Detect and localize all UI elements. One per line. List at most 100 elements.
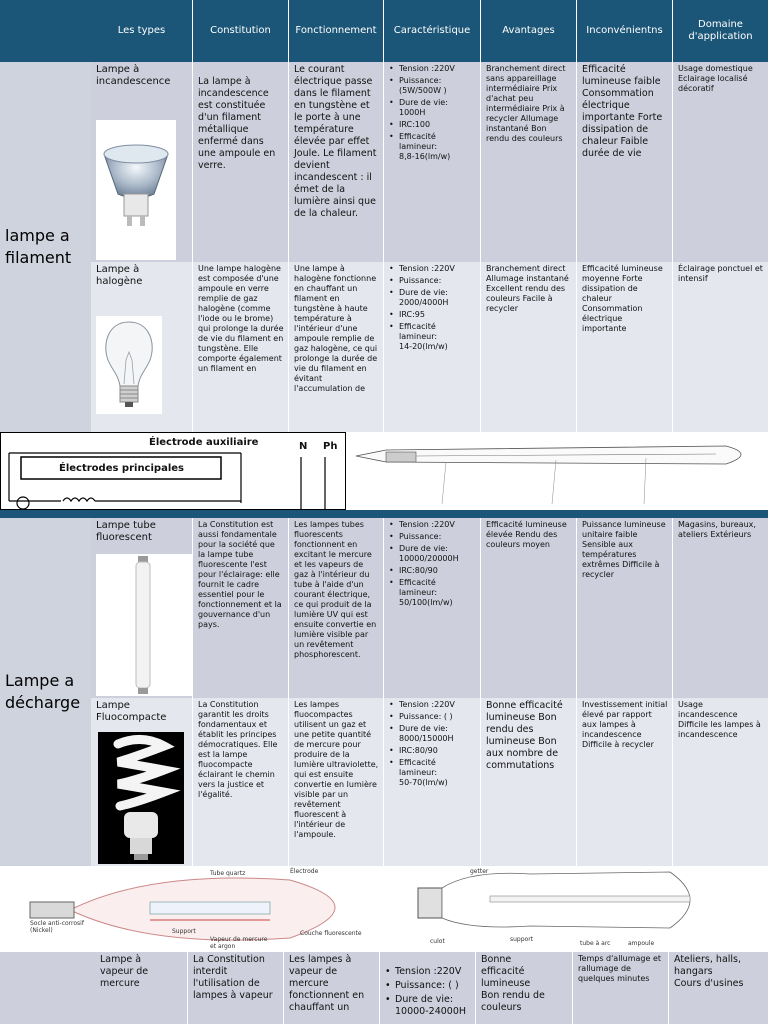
table-row: Lampe tube fluorescent La Constitution e… bbox=[91, 518, 768, 698]
label-support: Support bbox=[172, 928, 196, 935]
diagram-strip-1: Électrode auxiliaire Électrodes principa… bbox=[0, 432, 768, 511]
label-aux-electrode: Électrode auxiliaire bbox=[149, 437, 259, 448]
feat-item: IRC:100 bbox=[389, 120, 476, 130]
label-culot: culot bbox=[430, 938, 445, 945]
feat-item: Puissance: (5W/500W ) bbox=[389, 76, 476, 96]
cell-constitution: La lampe à incandescence est constituée … bbox=[192, 62, 288, 262]
halogen-spot-lamp-image bbox=[96, 120, 176, 260]
section-decharge-label: Lampe a décharge bbox=[0, 518, 91, 866]
feat-item: Puissance: bbox=[389, 532, 476, 542]
feat-item: Tension :220V bbox=[385, 966, 471, 978]
table-row: Lampe Fluocompacte La Constitution garan… bbox=[91, 698, 768, 866]
cell-avantages: Bonne efficacité lumineuse Bon rendu des… bbox=[480, 698, 576, 866]
feat-item: Puissance: ( ) bbox=[385, 980, 471, 992]
feat-item: Efficacité lamineur: 14-20(lm/w) bbox=[389, 322, 476, 352]
label-couche: Couche fluorescente bbox=[300, 930, 362, 937]
feat-item: IRC:95 bbox=[389, 310, 476, 320]
table-row: Lampe à incandescence La lampe à incande… bbox=[91, 62, 768, 262]
header-constitution: Constitution bbox=[192, 0, 288, 62]
type-name: Lampe à incandescence bbox=[96, 64, 171, 87]
cell-type: Lampe à halogène bbox=[91, 262, 192, 432]
header-avantages: Avantages bbox=[480, 0, 576, 62]
cell-inconvenients: Puissance lumineuse unitaire faible Sens… bbox=[576, 518, 672, 698]
cell-avantages: Branchement direct Allumage instantané E… bbox=[480, 262, 576, 432]
feat-item: Dure de vie: 2000/4000H bbox=[389, 288, 476, 308]
cell-constitution: La Constitution interdit l'utilisation d… bbox=[187, 952, 283, 1024]
cell-fonctionnement: Les lampes fluocompactes utilisent un ga… bbox=[288, 698, 383, 866]
cell-fonctionnement: Les lampes à vapeur de mercure fonctionn… bbox=[283, 952, 379, 1024]
label-ph: Ph bbox=[323, 441, 338, 452]
header-fonctionnement: Fonctionnement bbox=[288, 0, 383, 62]
cell-caracteristique: Tension :220V Puissance: Dure de vie: 10… bbox=[383, 518, 480, 698]
mercury-lamp-diagram: Tube quartz Électrode Socle anti-corrosi… bbox=[0, 866, 390, 952]
label-tube-quartz: Tube quartz bbox=[210, 870, 246, 877]
header-inconvenients: Inconvénientns bbox=[576, 0, 672, 62]
type-name: Lampe à halogène bbox=[96, 264, 143, 287]
label-support-2: support bbox=[510, 936, 534, 943]
feat-item: Efficacité lamineur: 50/100(lm/w) bbox=[389, 578, 476, 608]
cell-domaine: Ateliers, halls, hangars Cours d'usines bbox=[668, 952, 768, 1024]
section-filament-label: lampe a filament bbox=[0, 62, 91, 432]
cell-caracteristique: Tension :220V Puissance: (5W/500W ) Dure… bbox=[383, 62, 480, 262]
cell-inconvenients: Investissement initial élevé par rapport… bbox=[576, 698, 672, 866]
label-tube-arc: tube à arc bbox=[580, 940, 611, 947]
feat-item: Tension :220V bbox=[389, 264, 476, 274]
feat-item: Efficacité lamineur: 8,8-16(lm/w) bbox=[389, 132, 476, 162]
feat-item: Dure de vie: 10000/20000H bbox=[389, 544, 476, 564]
cell-constitution: La Constitution est aussi fondamentale p… bbox=[192, 518, 288, 698]
cell-caracteristique: Tension :220V Puissance: ( ) Dure de vie… bbox=[379, 952, 475, 1024]
cell-caracteristique: Tension :220V Puissance: Dure de vie: 20… bbox=[383, 262, 480, 432]
type-name: Lampe Fluocompacte bbox=[96, 700, 167, 723]
cell-type: Lampe Fluocompacte bbox=[91, 698, 192, 866]
cell-domaine: Usage incandescence Difficile les lampes… bbox=[672, 698, 768, 866]
cell-fonctionnement: Le courant électrique passe dans le fila… bbox=[288, 62, 383, 262]
label-vapeur: Vapeur de mercure et argon bbox=[210, 936, 268, 950]
header-domaine: Domaine d'application bbox=[672, 0, 768, 62]
cell-type: Lampe à vapeur de mercure bbox=[100, 954, 149, 989]
feat-item: Tension :220V bbox=[389, 64, 476, 74]
table-row: Lampe à halogène Une lampe halogène est … bbox=[91, 262, 768, 432]
header-types: Les types bbox=[117, 25, 166, 36]
fluorescent-circuit-diagram: Électrode auxiliaire Électrodes principa… bbox=[0, 432, 346, 511]
feat-item: Puissance: bbox=[389, 276, 476, 286]
cell-domaine: Magasins, bureaux, ateliers Extérieurs bbox=[672, 518, 768, 698]
cell-avantages: Branchement direct sans appareillage int… bbox=[480, 62, 576, 262]
feat-item: Puissance: ( ) bbox=[389, 712, 476, 722]
cell-fonctionnement: Les lampes tubes fluorescents fonctionne… bbox=[288, 518, 383, 698]
high-pressure-lamp-diagram: getter culot support tube à arc ampoule bbox=[410, 866, 768, 952]
table-header: Les types Constitution Fonctionnement Ca… bbox=[0, 0, 768, 62]
cell-fonctionnement: Une lampe à halogène fonctionne en chauf… bbox=[288, 262, 383, 432]
label-socle: Socle anti-corrosif (Nickel) bbox=[30, 920, 84, 934]
cell-type: Lampe à incandescence bbox=[91, 62, 192, 262]
feat-item: IRC:80/90 bbox=[389, 746, 476, 756]
feat-item: Tension :220V bbox=[389, 700, 476, 710]
sodium-lamp-sketch bbox=[346, 432, 768, 510]
cell-inconvenients: Temps d'allumage et rallumage de quelque… bbox=[572, 952, 668, 1024]
label-main-electrodes: Électrodes principales bbox=[59, 463, 184, 474]
feat-item: Tension :220V bbox=[389, 520, 476, 530]
cell-constitution: Une lampe halogène est composée d'une am… bbox=[192, 262, 288, 432]
feat-item: IRC:80/90 bbox=[389, 566, 476, 576]
cell-caracteristique: Tension :220V Puissance: ( ) Dure de vie… bbox=[383, 698, 480, 866]
feat-item: Dure de vie: 1000H bbox=[389, 98, 476, 118]
diagram-strip-2: Tube quartz Électrode Socle anti-corrosi… bbox=[0, 866, 768, 952]
cell-inconvenients: Efficacité lumineuse faible Consommation… bbox=[576, 62, 672, 262]
clear-bulb-image bbox=[96, 316, 162, 414]
fluorescent-tube-image bbox=[96, 554, 192, 696]
table-row: Lampe à vapeur de mercure La Constitutio… bbox=[0, 952, 768, 1024]
cell-inconvenients: Efficacité lumineuse moyenne Forte dissi… bbox=[576, 262, 672, 432]
cell-type: Lampe tube fluorescent bbox=[91, 518, 192, 698]
type-name: Lampe tube fluorescent bbox=[96, 520, 156, 543]
feat-item: Dure de vie: 10000-24000H bbox=[385, 994, 471, 1018]
label-electrode: Électrode bbox=[290, 868, 319, 875]
cell-domaine: Éclairage ponctuel et intensif bbox=[672, 262, 768, 432]
cell-avantages: Bonne efficacité lumineuse Bon rendu de … bbox=[475, 952, 561, 1024]
label-getter: getter bbox=[470, 868, 489, 875]
label-ampoule: ampoule bbox=[628, 940, 655, 947]
cell-avantages: Efficacité lumineuse élevée Rendu des co… bbox=[480, 518, 576, 698]
label-n: N bbox=[299, 441, 308, 452]
header-caracteristique: Caractéristique bbox=[383, 0, 480, 62]
feat-item: Dure de vie: 8000/15000H bbox=[389, 724, 476, 744]
cell-constitution: La Constitution garantit les droits fond… bbox=[192, 698, 288, 866]
cell-domaine: Usage domestique Eclairage localisé déco… bbox=[672, 62, 768, 262]
